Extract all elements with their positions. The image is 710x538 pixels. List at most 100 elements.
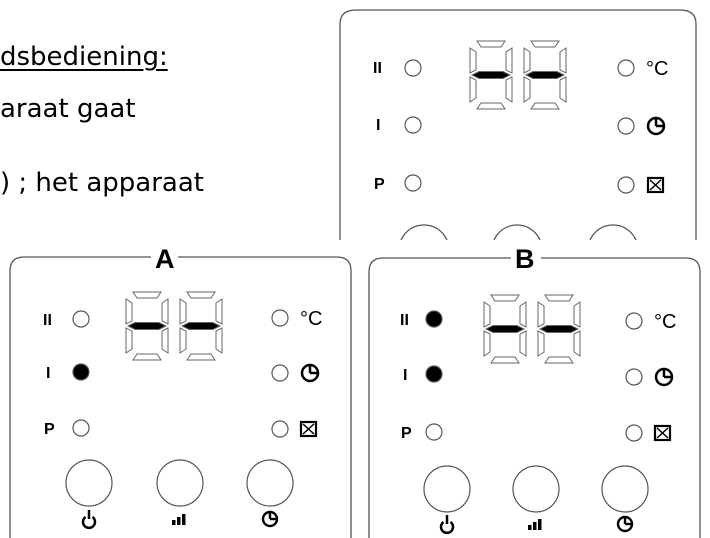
segment-d — [186, 353, 216, 361]
high-level-label: II — [400, 312, 409, 329]
low-level-label: I — [376, 117, 380, 134]
segment-d — [490, 356, 520, 364]
program-led — [425, 423, 443, 441]
digit-1 — [125, 291, 169, 361]
program-led — [72, 419, 90, 437]
program-label: P — [401, 425, 412, 442]
segment-c — [505, 76, 513, 103]
window-icon — [299, 420, 318, 438]
segment-e — [483, 330, 491, 357]
high-level-label: II — [373, 60, 382, 77]
segment-b — [161, 298, 169, 325]
timer-icon — [646, 116, 666, 136]
timer-icon — [654, 367, 674, 387]
level-bars-icon — [172, 514, 186, 525]
control-panel-b: B II I P °C — [368, 244, 701, 538]
segment-b — [519, 301, 527, 328]
window-icon — [653, 424, 672, 442]
segment-g — [126, 322, 168, 330]
segment-g — [538, 325, 580, 333]
segment-e — [179, 327, 187, 354]
segment-c — [519, 330, 527, 357]
level-button[interactable] — [512, 465, 560, 513]
low-level-label: I — [46, 365, 50, 382]
segment-c — [161, 327, 169, 354]
temperature-icon: °C — [300, 308, 322, 330]
timer-led — [271, 364, 289, 382]
instruction-line-2: araat gaat — [0, 94, 136, 124]
window-icon — [646, 176, 665, 194]
timer-icon — [261, 510, 279, 528]
digit-2 — [523, 40, 567, 110]
window-led — [271, 420, 289, 438]
timer-button[interactable] — [588, 224, 638, 275]
control-panel-a: A II I P °C — [9, 244, 352, 538]
segment-d — [530, 102, 560, 110]
segment-b — [559, 47, 567, 74]
segment-f — [469, 47, 477, 74]
segment-d — [476, 102, 506, 110]
segment-c — [573, 330, 581, 357]
high-level-led — [72, 310, 90, 328]
segment-b — [505, 47, 513, 74]
timer-icon — [300, 363, 320, 383]
high-level-led — [425, 310, 443, 328]
level-button[interactable] — [156, 459, 204, 507]
low-level-label: I — [403, 367, 407, 384]
control-panel-top: II I P °C — [339, 9, 697, 275]
segment-d — [544, 356, 574, 364]
program-label: P — [44, 421, 55, 438]
low-level-led — [404, 116, 422, 134]
timer-button[interactable] — [601, 465, 649, 513]
temperature-icon: °C — [646, 58, 668, 80]
low-level-led — [425, 365, 443, 383]
segment-g — [524, 71, 566, 79]
segment-a — [132, 291, 162, 299]
segment-g — [180, 322, 222, 330]
segment-a — [530, 40, 560, 48]
digit-1 — [469, 40, 513, 110]
instruction-line-3: ) ; het apparaat — [0, 168, 204, 198]
segment-e — [523, 76, 531, 103]
segment-a — [476, 40, 506, 48]
timer-icon — [616, 515, 634, 533]
power-button[interactable] — [399, 224, 449, 275]
segment-c — [559, 76, 567, 103]
power-icon — [81, 510, 97, 530]
segment-g — [470, 71, 512, 79]
program-label: P — [374, 176, 385, 193]
segment-a — [490, 294, 520, 302]
segment-e — [537, 330, 545, 357]
panel-a-label: A — [155, 244, 175, 274]
segment-e — [469, 76, 477, 103]
timer-led — [625, 368, 643, 386]
level-button[interactable] — [492, 224, 542, 275]
power-icon — [439, 515, 455, 535]
instruction-heading: dsbediening: — [0, 42, 168, 72]
timer-button[interactable] — [246, 459, 294, 507]
segment-f — [483, 301, 491, 328]
segment-a — [186, 291, 216, 299]
segment-b — [215, 298, 223, 325]
segment-f — [179, 298, 187, 325]
segment-c — [215, 327, 223, 354]
high-level-led — [404, 59, 422, 77]
panel-b-label: B — [515, 244, 535, 274]
segment-f — [523, 47, 531, 74]
segment-d — [132, 353, 162, 361]
segment-g — [484, 325, 526, 333]
digit-2 — [537, 294, 581, 364]
power-button[interactable] — [65, 459, 113, 507]
segment-b — [573, 301, 581, 328]
temperature-led — [625, 312, 643, 330]
segment-e — [125, 327, 133, 354]
segment-f — [537, 301, 545, 328]
level-bars-icon — [528, 519, 542, 530]
power-button[interactable] — [423, 465, 471, 513]
low-level-led — [72, 363, 90, 381]
high-level-label: II — [43, 312, 52, 329]
window-led — [617, 176, 635, 194]
temperature-led — [271, 309, 289, 327]
timer-led — [617, 117, 635, 135]
segment-a — [544, 294, 574, 302]
